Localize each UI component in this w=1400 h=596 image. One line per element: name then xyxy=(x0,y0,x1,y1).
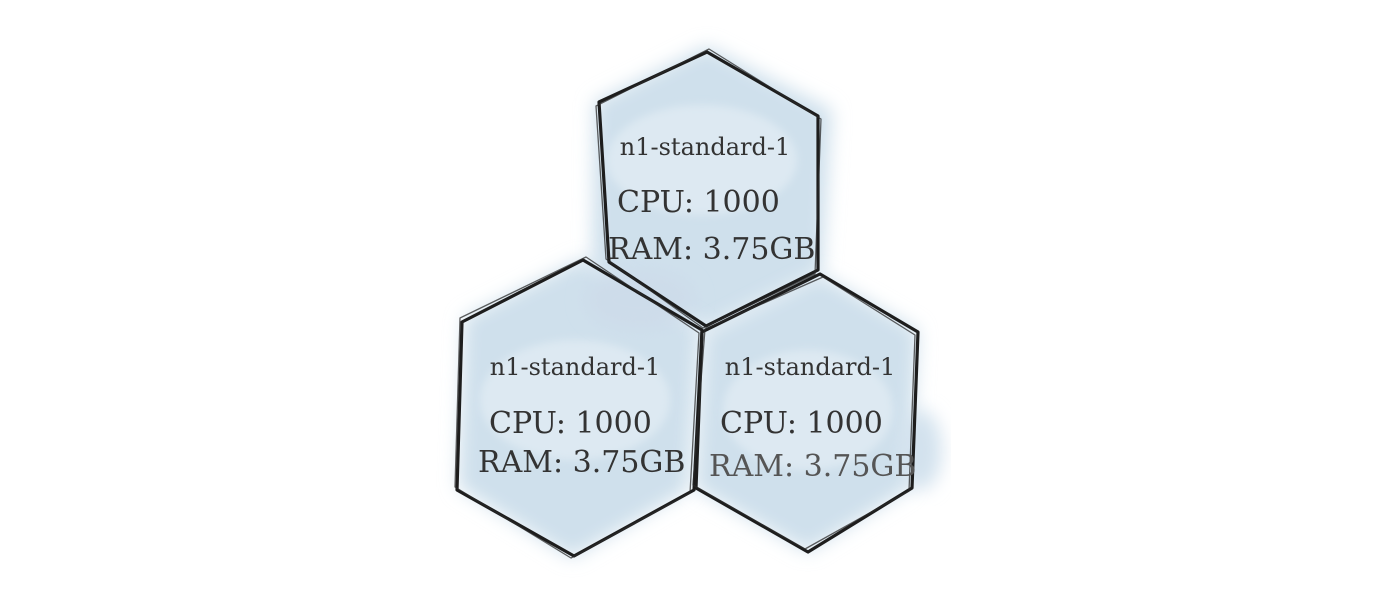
node-title: n1-standard-1 xyxy=(490,353,660,381)
hexagon-bottom-left xyxy=(454,256,704,559)
node-bottom-right: n1-standard-1 CPU: 1000 RAM: 3.75GB xyxy=(709,353,916,484)
node-cpu: CPU: 1000 xyxy=(617,185,780,220)
node-cpu: CPU: 1000 xyxy=(489,406,652,441)
node-ram: RAM: 3.75GB xyxy=(709,449,916,484)
watercolor-wash xyxy=(458,46,942,558)
node-ram: RAM: 3.75GB xyxy=(608,232,815,267)
node-title: n1-standard-1 xyxy=(620,133,790,161)
node-top: n1-standard-1 CPU: 1000 RAM: 3.75GB xyxy=(608,133,815,267)
node-bottom-left: n1-standard-1 CPU: 1000 RAM: 3.75GB xyxy=(478,353,685,480)
hexagon-bottom-right xyxy=(692,272,920,554)
node-title: n1-standard-1 xyxy=(725,353,895,381)
node-ram: RAM: 3.75GB xyxy=(478,445,685,480)
hexagon-top xyxy=(595,48,822,329)
node-cpu: CPU: 1000 xyxy=(720,406,883,441)
